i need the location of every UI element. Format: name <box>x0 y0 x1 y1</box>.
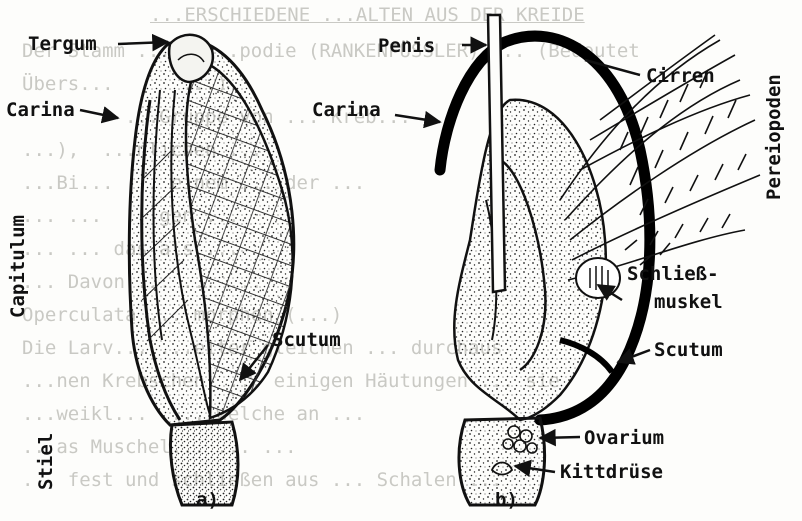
label-scutum-b: Scutum <box>654 340 723 360</box>
figure-a-barnacle <box>129 35 293 505</box>
label-carina-a: Carina <box>6 100 75 120</box>
caption-a: a) <box>196 490 219 510</box>
caption-b: b) <box>495 490 518 510</box>
label-schliessmuskel-line1-b: Schließ- <box>627 264 719 284</box>
label-carina-b: Carina <box>312 100 381 120</box>
label-schliessmuskel-line2-b: muskel <box>654 292 723 312</box>
label-pereiopoden-b: Pereiopoden <box>764 74 784 200</box>
label-ovarium-b: Ovarium <box>584 428 664 448</box>
body-b <box>454 100 606 420</box>
label-tergum-a: Tergum <box>28 34 97 54</box>
tergum-plate-a <box>169 35 213 82</box>
label-stiel-a: Stiel <box>36 433 56 490</box>
label-penis-b: Penis <box>378 36 435 56</box>
label-scutum-a: Scutum <box>272 330 341 350</box>
closing-muscle-b <box>576 258 620 298</box>
label-cirren-b: Cirren <box>646 66 715 86</box>
label-kittdruese-b: Kittdrüse <box>560 462 663 482</box>
label-capitulum-a: Capitulum <box>8 215 28 318</box>
